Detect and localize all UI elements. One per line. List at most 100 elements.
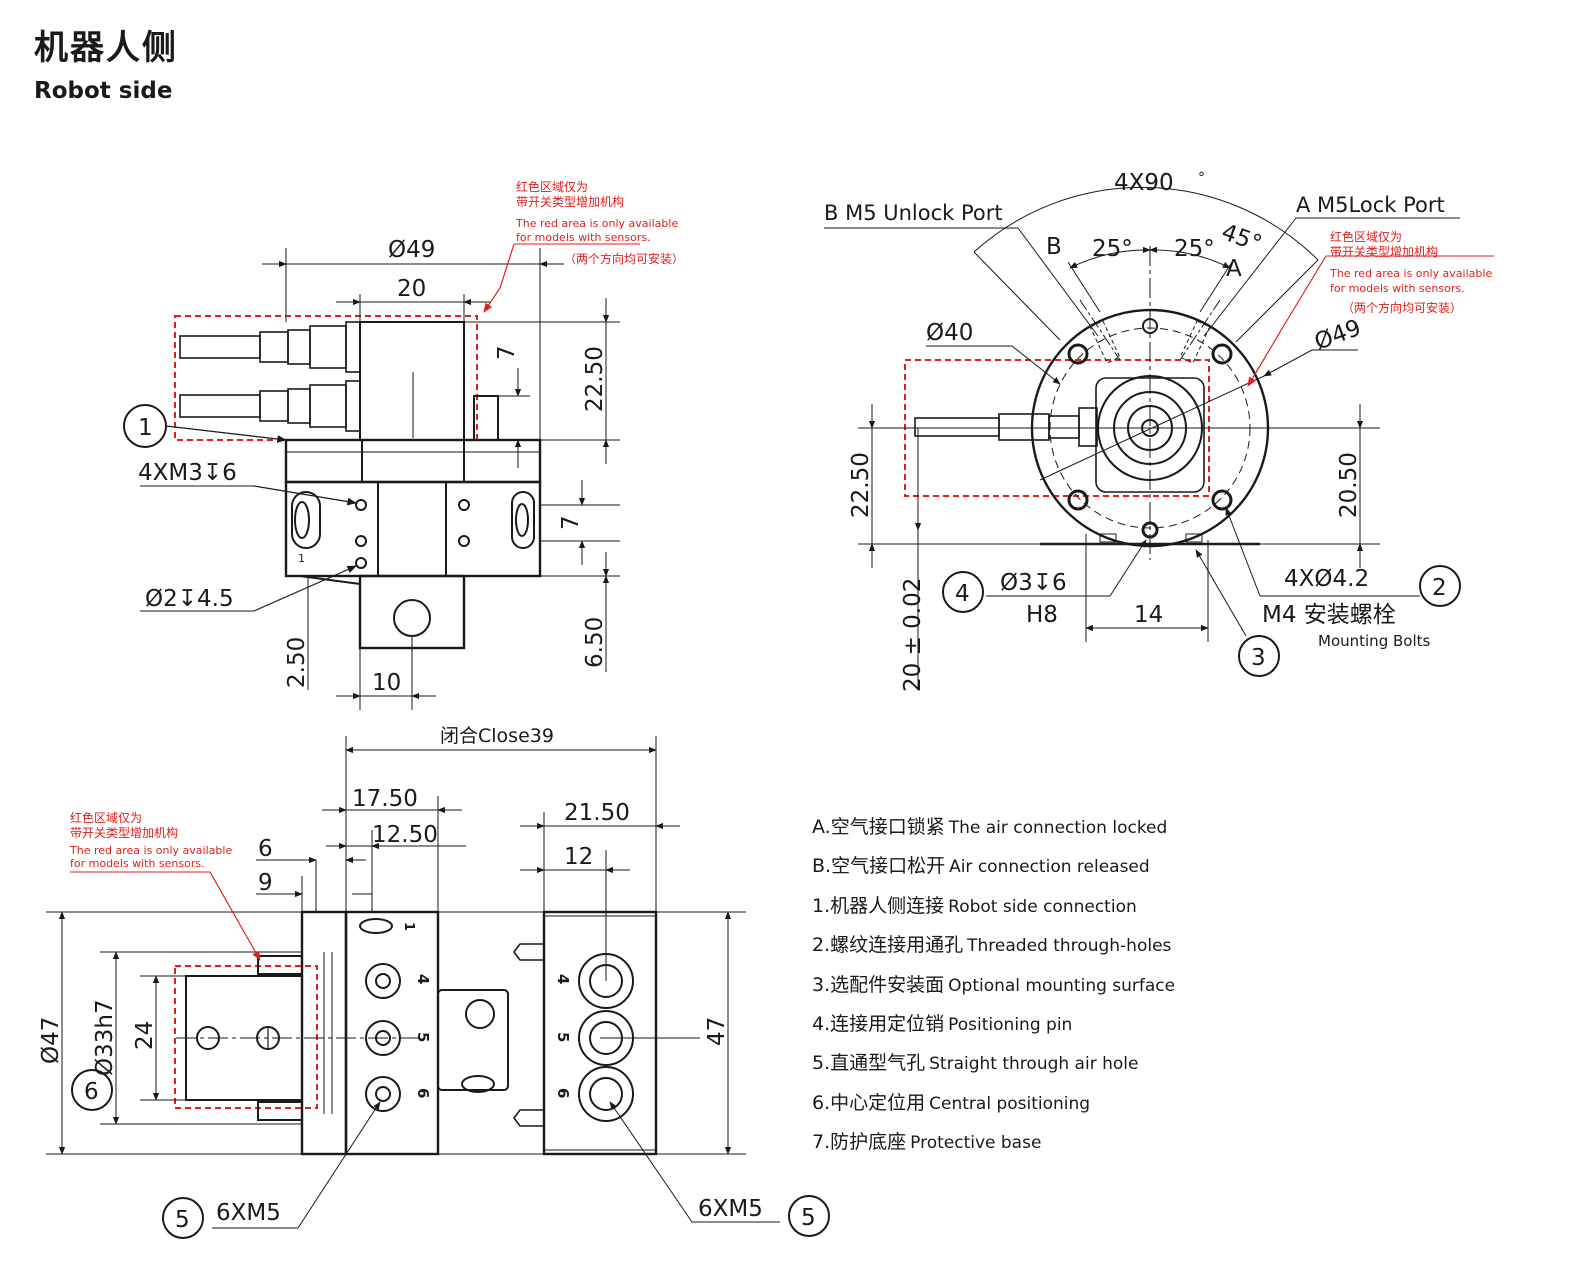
tl-red-note-en2: for models with sensors.: [516, 231, 651, 244]
tr-dia40: Ø40: [926, 320, 973, 346]
legend-item-a-cn: A.空气接口锁紧: [812, 816, 945, 838]
tr-ang45: 45°: [1218, 219, 1265, 257]
bl-red-note-cn1: 红色区域仅为: [70, 810, 142, 825]
br-callout-5-circle: [788, 1195, 830, 1237]
bl-sensor-area-outline: [174, 965, 318, 1109]
bl-callout-5-circle: [162, 1197, 204, 1239]
legend-item-b-cn: B.空气接口松开: [812, 855, 946, 878]
bl-dia47: Ø47: [38, 1017, 64, 1064]
tr-red-note-cn2: 带开关类型增加机构: [1330, 244, 1438, 259]
br-d47: 47: [704, 1017, 730, 1046]
bl-red-note-en1: The red area is only available: [69, 844, 232, 857]
tr-angle-4x90: 4X90: [1114, 170, 1174, 196]
tr-w14: 14: [1134, 602, 1163, 628]
tl-pin-num: 1: [298, 552, 305, 565]
sensor-area-outline: [174, 315, 478, 441]
page-title-en: Robot side: [34, 78, 173, 104]
tr-bolts-en: Mounting Bolts: [1318, 632, 1430, 650]
bl-dia33h7: Ø33h7: [92, 999, 118, 1076]
tr-a-port: A M5Lock Port: [1296, 193, 1445, 217]
tl-pin-dia2: Ø2↧4.5: [145, 586, 234, 612]
callout-1-label: 1: [138, 415, 153, 441]
bl-d17-50: 17.50: [352, 786, 418, 812]
callout-4-label: 4: [955, 581, 970, 607]
tr-red-note-cn1: 红色区域仅为: [1330, 229, 1402, 244]
tl-h2-50: 2.50: [284, 637, 310, 688]
tr-deg: °: [1198, 170, 1205, 186]
br-port-num-4: 4: [554, 974, 572, 984]
tl-red-note-cn1: 红色区域仅为: [516, 179, 588, 194]
legend-item-4-cn: 4.连接用定位销: [812, 1013, 945, 1036]
tr-ang25a: 25°: [1092, 236, 1133, 262]
bottom-right-view: [513, 812, 830, 1237]
top-left-view: [123, 243, 640, 710]
legend-item-5-cn: 5.直通型气孔: [812, 1052, 926, 1075]
tl-h6-50: 6.50: [582, 617, 608, 668]
bl-red-note-cn2: 带开关类型增加机构: [70, 825, 178, 840]
tl-dia49: Ø49: [388, 237, 435, 263]
bl-d24: 24: [132, 1021, 158, 1050]
br-body: [542, 910, 658, 1156]
br-d12: 12: [564, 844, 593, 870]
page-header: 机器人侧 Robot side: [34, 26, 178, 106]
tr-red-note-en1: The red area is only available: [1329, 267, 1492, 280]
legend-item-1-cn: 1.机器人侧连接: [812, 894, 945, 917]
tr-bolts-cn: M4 安装螺栓: [1262, 602, 1396, 628]
legend-item-4-en: Positioning pin: [948, 1015, 1073, 1036]
bl-red-note-en2: for models with sensors.: [70, 857, 205, 870]
tl-h7b: 7: [558, 515, 584, 530]
tr-red-note-dirs: （两个方向均可安装）: [1342, 300, 1462, 315]
tr-h22-50: 22.50: [848, 452, 874, 518]
callout-6-circle: [71, 1069, 113, 1111]
bl-callout-5-label: 5: [175, 1207, 190, 1233]
callout-3-label: 3: [1251, 645, 1266, 671]
bl-port-num-1: 1: [401, 922, 416, 931]
legend-item-7-en: Protective base: [910, 1133, 1042, 1154]
legend-item-3-en: Optional mounting surface: [948, 975, 1176, 996]
tl-red-note-en1: The red area is only available: [515, 217, 678, 230]
legend-item-5-en: Straight through air hole: [929, 1054, 1139, 1075]
br-port-num-6: 6: [554, 1088, 572, 1098]
tl-h22-50: 22.50: [582, 346, 608, 412]
tl-w20: 20: [397, 276, 426, 302]
bl-port-num-4: 4: [414, 974, 432, 984]
bl-port-num-5: 5: [414, 1032, 432, 1042]
bl-thread: 6XM5: [216, 1200, 281, 1226]
tr-pin-callout: Ø3↧6: [1000, 570, 1067, 596]
legend-item-1-en: Robot side connection: [948, 896, 1137, 917]
br-thread: 6XM5: [698, 1196, 763, 1222]
legend-item-b-en: Air connection released: [949, 857, 1150, 878]
bl-d6: 6: [258, 836, 273, 862]
tr-tol: 20 ± 0.02: [900, 578, 926, 692]
tr-fit: H8: [1026, 602, 1058, 628]
robot-flange: [284, 438, 542, 484]
tr-red-note-en2: for models with sensors.: [1330, 282, 1465, 295]
legend-item-7-cn: 7.防护底座: [812, 1131, 907, 1154]
br-callout-5-label: 5: [801, 1205, 816, 1231]
tr-bolts-spec: 4XØ4.2: [1284, 566, 1369, 592]
legend-item-2-en: Threaded through-holes: [967, 936, 1172, 957]
bl-close39: 闭合Close39: [440, 725, 554, 747]
tl-red-note-dirs: （两个方向均可安装）: [564, 251, 684, 266]
tl-thread-4xm3: 4XM3↧6: [138, 460, 237, 486]
legend-item-3-cn: 3.选配件安装面: [812, 973, 945, 996]
callout-4-circle: [942, 571, 984, 613]
upper-body: [359, 321, 465, 441]
callout-2-circle: [1419, 565, 1461, 607]
legend-item-2-cn: 2.螺纹连接用通孔: [812, 934, 964, 957]
br-port-num-5: 5: [554, 1032, 572, 1042]
tl-red-note-cn2: 带开关类型增加机构: [516, 194, 624, 209]
tr-ang25b: 25°: [1174, 236, 1215, 262]
top-right-view: [824, 186, 1494, 690]
tr-b-label: B: [1046, 234, 1062, 260]
